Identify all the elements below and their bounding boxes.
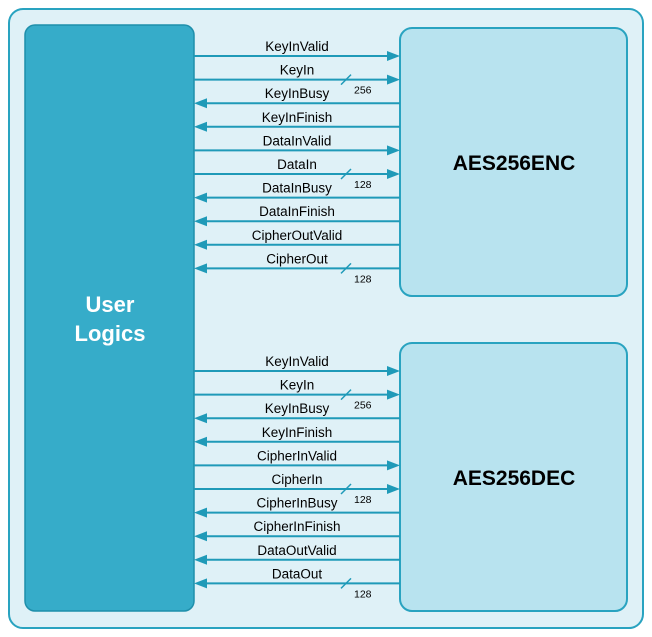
enc-signal: DataInValid xyxy=(194,133,400,156)
arrow-head-icon xyxy=(194,578,207,589)
enc-bus-width-label: 128 xyxy=(354,179,372,191)
aes256enc-label: AES256ENC xyxy=(453,152,576,175)
dec-signal: KeyInValid xyxy=(194,354,400,376)
user-logics-label-line2: Logics xyxy=(75,321,146,346)
arrow-head-icon xyxy=(194,239,207,250)
bus-slash-icon xyxy=(340,389,352,401)
enc-signal-label: DataInBusy xyxy=(262,181,332,196)
arrow-head-icon xyxy=(194,554,207,565)
arrow-head-icon xyxy=(387,145,400,156)
arrow-head-icon xyxy=(387,389,400,400)
enc-signal: CipherOutValid xyxy=(194,228,400,250)
enc-bus-width-label: 256 xyxy=(354,85,372,97)
arrow-head-icon xyxy=(194,216,207,227)
aes256dec-block xyxy=(399,342,628,612)
arrow-head-icon xyxy=(194,263,207,274)
arrow-head-icon xyxy=(387,366,400,376)
dec-bus-width-label: 128 xyxy=(354,494,372,506)
dec-signal-label: KeyIn xyxy=(280,378,315,393)
enc-signal: KeyInValid xyxy=(194,39,400,61)
arrow-head-icon xyxy=(387,169,400,179)
enc-signal: CipherOut 128 xyxy=(194,251,400,285)
enc-signal: DataInFinish xyxy=(194,204,400,227)
arrow-head-icon xyxy=(194,436,207,447)
enc-signal: DataIn 128 xyxy=(194,157,400,191)
arrow-head-icon xyxy=(387,51,400,61)
dec-signal-label: DataOut xyxy=(272,566,323,581)
dec-signal-label: KeyInValid xyxy=(265,354,329,369)
dec-signal: CipherInBusy xyxy=(194,496,400,518)
bus-slash-icon xyxy=(340,168,352,180)
enc-signal-label: CipherOut xyxy=(266,251,328,266)
dec-signal-label: KeyInFinish xyxy=(262,425,333,440)
enc-signal: DataInBusy xyxy=(194,181,400,203)
enc-signal-label: KeyIn xyxy=(280,63,315,78)
enc-signal-label: KeyInValid xyxy=(265,39,329,54)
arrow-head-icon xyxy=(387,484,400,494)
arrow-head-icon xyxy=(387,74,400,85)
arrow-head-icon xyxy=(194,98,207,109)
dec-signal: DataOutValid xyxy=(194,543,400,565)
arrow-head-icon xyxy=(194,121,207,132)
aes256dec-label: AES256DEC xyxy=(453,467,576,490)
dec-signal-label: KeyInBusy xyxy=(265,401,330,416)
dec-signal: KeyInFinish xyxy=(194,425,400,447)
dec-signal-label: CipherIn xyxy=(271,472,322,487)
dec-signal: KeyIn 256 xyxy=(194,378,400,412)
enc-signal-label: DataInValid xyxy=(263,133,332,148)
enc-signal: KeyInFinish xyxy=(194,110,400,132)
enc-signal-label: KeyInBusy xyxy=(265,86,330,101)
user-logics-label-line1: User xyxy=(86,292,135,317)
bus-slash-icon xyxy=(340,262,352,274)
dec-signal-label: DataOutValid xyxy=(257,543,336,558)
bus-slash-icon xyxy=(340,483,352,495)
enc-signal: KeyIn 256 xyxy=(194,63,400,97)
bus-slash-icon xyxy=(340,74,352,86)
dec-bus-width-label: 128 xyxy=(354,588,372,600)
dec-signal-label: CipherInFinish xyxy=(253,519,340,534)
user-logics-block xyxy=(24,24,195,612)
arrow-head-icon xyxy=(194,507,207,518)
dec-signal: CipherIn 128 xyxy=(194,472,400,506)
dec-signal: DataOut 128 xyxy=(194,566,400,600)
enc-bus-width-label: 128 xyxy=(354,273,372,285)
dec-signal: CipherInFinish xyxy=(194,519,400,542)
enc-signal-label: CipherOutValid xyxy=(252,228,343,243)
dec-signal-label: CipherInBusy xyxy=(256,496,337,511)
enc-signal: KeyInBusy xyxy=(194,86,400,109)
arrow-head-icon xyxy=(387,460,400,471)
dec-signal: KeyInBusy xyxy=(194,401,400,424)
arrow-head-icon xyxy=(194,413,207,424)
arrow-head-icon xyxy=(194,531,207,542)
arrow-head-icon xyxy=(194,192,207,203)
bus-slash-icon xyxy=(340,577,352,589)
enc-signal-label: DataIn xyxy=(277,157,317,172)
dec-signal-label: CipherInValid xyxy=(257,448,337,463)
enc-signal-label: KeyInFinish xyxy=(262,110,333,125)
enc-signal-label: DataInFinish xyxy=(259,204,335,219)
aes256enc-block xyxy=(399,27,628,297)
dec-signal: CipherInValid xyxy=(194,448,400,471)
dec-bus-width-label: 256 xyxy=(354,400,372,412)
